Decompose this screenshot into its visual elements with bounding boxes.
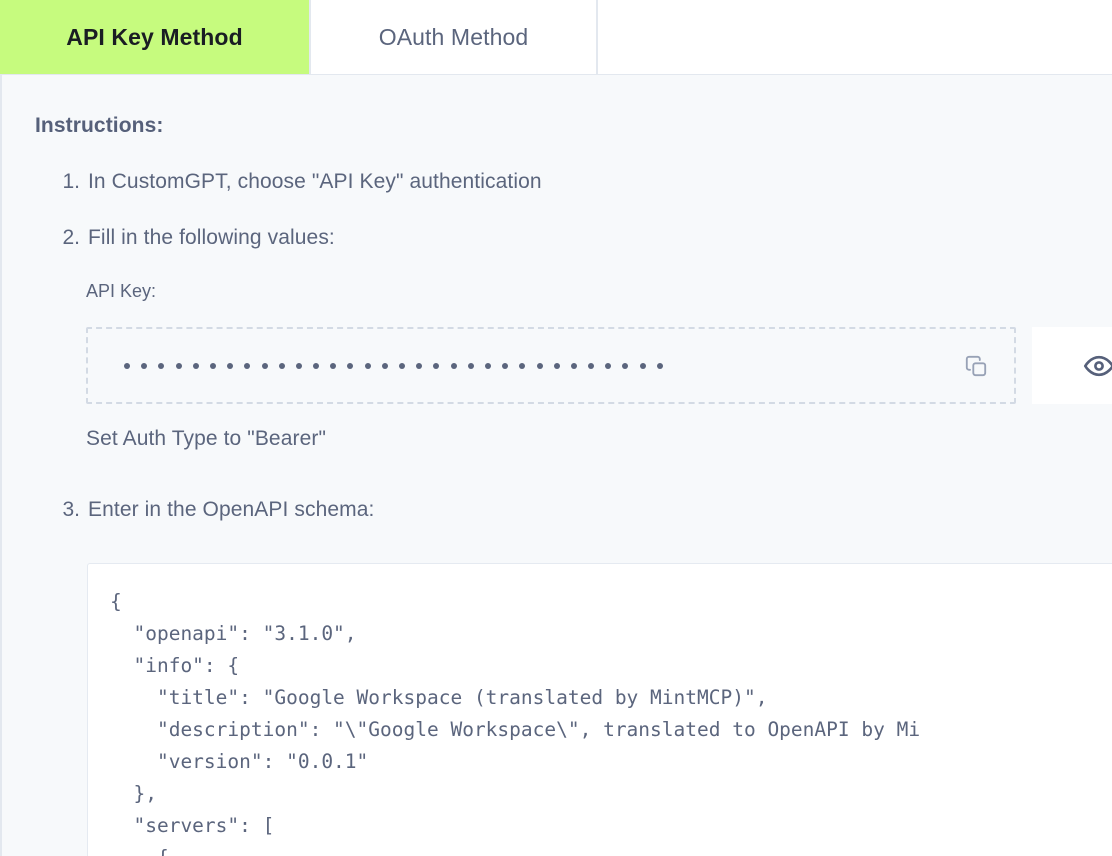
tab-oauth-method-label: OAuth Method (378, 23, 529, 50)
instructions-heading: Instructions: (35, 114, 164, 137)
api-key-input[interactable] (86, 327, 1017, 404)
api-key-dot (158, 362, 165, 369)
api-key-label: API Key: (86, 281, 157, 301)
api-key-dot (467, 362, 474, 369)
api-key-dot (175, 362, 182, 369)
openapi-schema-code-block[interactable]: { "openapi": "3.1.0", "info": { "title":… (87, 563, 1112, 856)
api-key-dot (278, 362, 285, 369)
api-key-dot (639, 362, 646, 369)
api-key-dot (141, 362, 148, 369)
step-3-number: 3. (62, 498, 80, 521)
api-key-dot (450, 362, 457, 369)
tab-bar-filler (598, 0, 1112, 74)
api-key-dot (209, 362, 216, 369)
step-2-number: 2. (62, 226, 80, 249)
tab-api-key-method-label: API Key Method (66, 23, 243, 50)
api-key-dot (313, 362, 320, 369)
api-key-dot (570, 362, 577, 369)
eye-icon[interactable] (1032, 327, 1112, 404)
api-key-dot (244, 362, 251, 369)
api-key-dot (330, 362, 337, 369)
api-key-row (86, 327, 1112, 404)
tab-api-key-method[interactable]: API Key Method (0, 0, 311, 74)
api-key-dot (433, 362, 440, 369)
api-key-dot (347, 362, 354, 369)
step-1-number: 1. (62, 170, 80, 193)
api-key-dot (588, 362, 595, 369)
api-key-dot (416, 362, 423, 369)
api-key-dot (192, 362, 199, 369)
api-key-masked-value (124, 362, 663, 369)
api-key-dot (519, 362, 526, 369)
step-1-text: In CustomGPT, choose "API Key" authentic… (88, 170, 542, 193)
api-key-dot (656, 362, 663, 369)
api-key-dot (261, 362, 268, 369)
api-key-dot (381, 362, 388, 369)
step-3-text: Enter in the OpenAPI schema: (88, 498, 375, 521)
api-key-dot (124, 362, 130, 369)
api-key-dot (295, 362, 302, 369)
api-key-dot (553, 362, 560, 369)
api-key-dot (536, 362, 543, 369)
api-key-dot (502, 362, 509, 369)
api-key-dot (622, 362, 629, 369)
api-key-dot (227, 362, 234, 369)
step-2-text: Fill in the following values: (88, 226, 335, 249)
copy-icon[interactable] (956, 346, 996, 386)
api-key-dot (399, 362, 405, 369)
api-key-method-panel: Instructions: 1. In CustomGPT, choose "A… (0, 75, 1112, 856)
auth-type-note: Set Auth Type to "Bearer" (86, 427, 327, 450)
tab-oauth-method[interactable]: OAuth Method (311, 0, 598, 74)
openapi-schema-code: { "openapi": "3.1.0", "info": { "title":… (110, 590, 921, 856)
api-key-dot (484, 362, 491, 369)
api-key-dot (605, 362, 612, 369)
api-key-dot (364, 362, 371, 369)
method-tab-bar: API Key Method OAuth Method (0, 0, 1112, 75)
